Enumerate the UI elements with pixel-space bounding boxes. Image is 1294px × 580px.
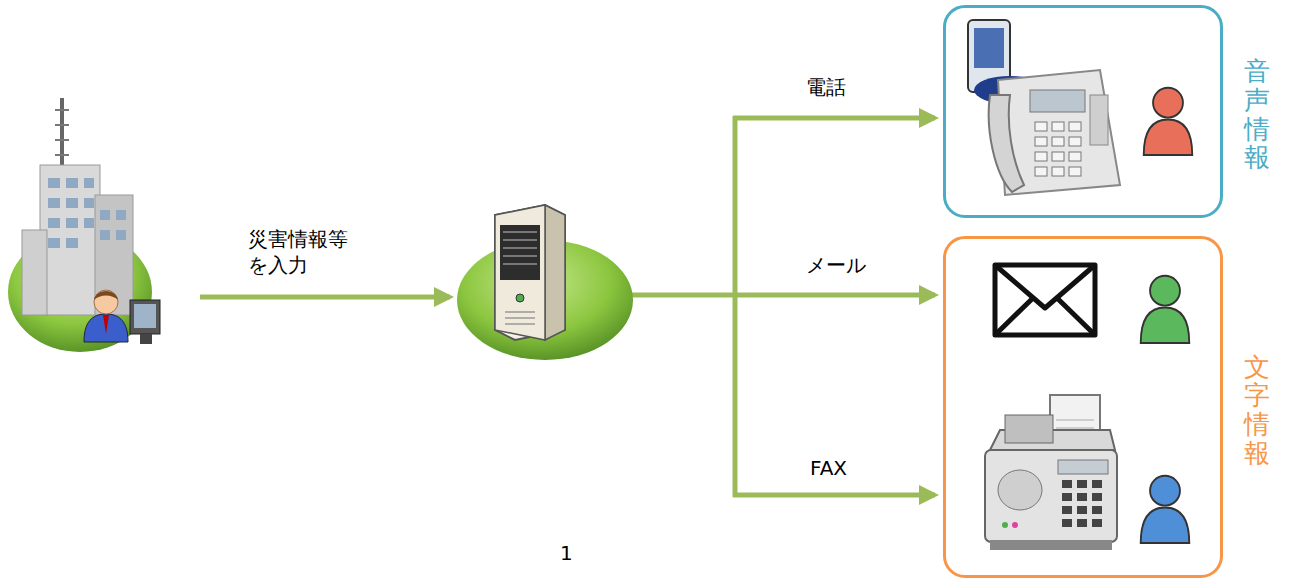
channel-heading: 文字情報 [1244,353,1270,467]
channel-heading: 音声情報 [1244,57,1270,171]
trunk-line [630,293,737,298]
mail-icon [995,265,1095,335]
user-icon [1141,276,1190,343]
office-icon [8,98,160,352]
arrow-label: 災害情報等を入力 [248,226,352,278]
channel-group-box: 音声情報 [943,5,1223,218]
mail-arrow [735,293,935,298]
branch-line [733,116,738,497]
telephone-icon [968,20,1120,195]
page-number: 1 [560,540,573,566]
phone-arrow [733,116,935,121]
channel-label: メール [806,252,866,278]
server-icon [457,205,633,360]
channel-group-box: 文字情報 [943,236,1223,578]
channel-label: 電話 [806,74,846,100]
user-icon [1144,88,1193,155]
user-icon [1141,476,1190,543]
fax-arrow [733,493,935,498]
channel-label: FAX [810,455,847,481]
fax-icon [985,395,1117,550]
flow-arrows [200,116,935,497]
input-arrow [200,295,450,300]
